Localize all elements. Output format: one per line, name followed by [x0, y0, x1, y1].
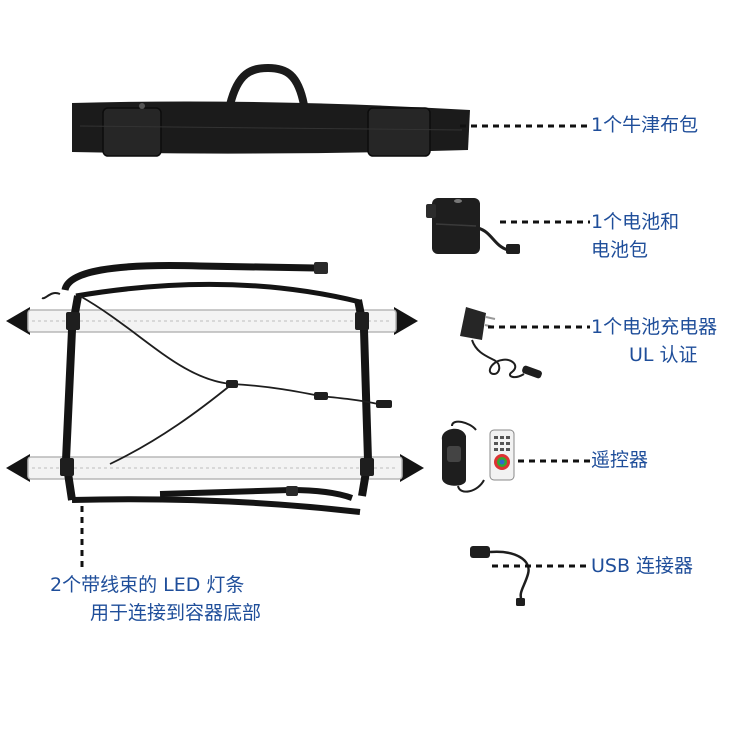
battery-pouch-logo: [454, 199, 462, 203]
battery-cable: [477, 226, 509, 252]
label-charger: 1个电池充电器 UL 认证: [591, 313, 717, 369]
bag-side-pocket-right: [367, 107, 431, 157]
label-usb: USB 连接器: [591, 552, 693, 580]
remote-button: [494, 436, 498, 439]
charger-plug: [522, 365, 542, 379]
battery-strap: [426, 204, 436, 218]
bottom-strap-buckle: [286, 486, 298, 496]
strap-clip: [66, 312, 80, 330]
label-remote: 遥控器: [591, 446, 648, 474]
label-led-strips: 2个带线束的 LED 灯条 用于连接到容器底部: [50, 571, 261, 627]
charger-prong-top: [485, 316, 496, 320]
remote-button: [506, 436, 510, 439]
charger-adapter: [460, 307, 486, 340]
remote-button: [500, 442, 504, 445]
harness-wire: [79, 295, 233, 385]
harness-connector: [314, 392, 328, 400]
harness-wire: [231, 383, 321, 397]
led-bar-end-cap: [6, 307, 30, 335]
remote-button: [500, 436, 504, 439]
remote-button: [506, 442, 510, 445]
top-strap-buckle: [314, 262, 328, 274]
battery-pouch: [432, 198, 480, 254]
remote-button: [494, 442, 498, 445]
label-battery-line2: 电池包: [591, 239, 649, 261]
led-bar-end-cap: [394, 307, 418, 335]
led-bar-end-cap: [6, 454, 30, 482]
led-bar-end-cap: [400, 454, 424, 482]
usb-plug: [470, 546, 490, 558]
bag-seam: [79, 125, 463, 131]
remote-color-wheel-center: [499, 459, 505, 465]
controller-cable-in: [451, 420, 477, 431]
harness-connector: [376, 400, 392, 408]
leader-lines: [80, 124, 590, 572]
remote-controller-set: [441, 420, 515, 493]
usb-connector: [470, 546, 530, 606]
remote-button: [494, 448, 498, 451]
charger-coiled-cable: [471, 339, 525, 379]
oxford-bag: [72, 63, 470, 157]
controller-panel: [447, 446, 461, 462]
bag-handle: [226, 63, 308, 107]
label-battery-line1: 1个电池和: [591, 211, 680, 233]
strap-clip: [360, 458, 374, 476]
label-led-line2: 用于连接到容器底部: [90, 602, 262, 624]
battery-pouch-seam: [435, 223, 477, 227]
harness-wire: [41, 292, 61, 300]
bag-side-pocket-left: [102, 107, 162, 157]
label-charger-line1: 1个电池充电器: [591, 316, 718, 338]
label-oxford-bag-text: 1个牛津布包: [591, 114, 699, 136]
battery-charger: [460, 307, 542, 379]
battery-connector: [506, 244, 520, 254]
remote-button: [500, 448, 504, 451]
label-led-line1: 2个带线束的 LED 灯条: [50, 574, 245, 596]
harness-splitter: [226, 380, 238, 388]
bag-zipper-pull: [139, 103, 145, 109]
label-battery: 1个电池和 电池包: [591, 208, 679, 264]
led-strip-set: [6, 262, 424, 515]
strap-clip: [60, 458, 74, 476]
bottom-strap: [71, 496, 361, 515]
label-usb-text: USB 连接器: [591, 555, 694, 577]
top-strap: [61, 262, 317, 292]
usb-cable-end: [516, 598, 525, 606]
battery-pack: [426, 198, 520, 254]
controller-cable-out: [457, 479, 485, 493]
label-charger-line2: UL 认证: [629, 344, 698, 366]
strap-clip: [355, 312, 369, 330]
usb-cable: [489, 550, 530, 603]
harness-wire: [109, 383, 233, 465]
remote-button: [506, 448, 510, 451]
top-cross-strap: [75, 281, 361, 305]
label-remote-text: 遥控器: [591, 449, 649, 471]
label-oxford-bag: 1个牛津布包: [591, 111, 698, 139]
bottom-cross-strap: [159, 486, 354, 501]
